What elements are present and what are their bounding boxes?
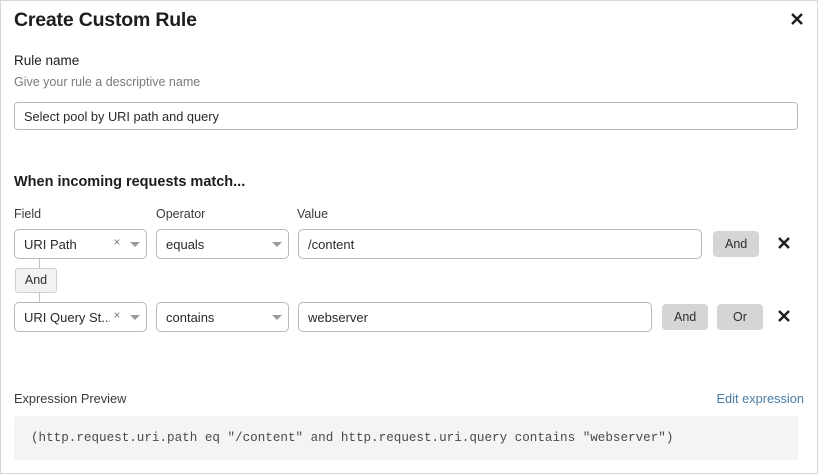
rule-name-input[interactable] — [14, 102, 798, 130]
chevron-down-icon — [266, 241, 288, 247]
page-title: Create Custom Rule — [14, 9, 197, 31]
expression-preview-code: (http.request.uri.path eq "/content" and… — [14, 416, 798, 460]
condition-row: URI Path × equals And — [1, 229, 819, 259]
expression-preview-label: Expression Preview — [14, 391, 127, 406]
value-input-row-2[interactable] — [298, 302, 652, 332]
operator-select-value-row-1: equals — [166, 236, 205, 252]
column-header-value: Value — [297, 207, 329, 221]
and-button-row-1[interactable]: And — [713, 231, 759, 257]
clear-icon[interactable]: × — [113, 310, 121, 323]
value-input-row-1[interactable] — [298, 229, 702, 259]
operator-select-row-1[interactable]: equals — [156, 229, 289, 259]
operator-select-value-row-2: contains — [166, 309, 215, 325]
and-button-row-2[interactable]: And — [662, 304, 708, 330]
rule-name-hint: Give your rule a descriptive name — [14, 75, 201, 89]
edit-expression-link[interactable]: Edit expression — [716, 391, 805, 406]
connector-line-bottom — [39, 292, 40, 302]
field-select-value-row-2: URI Query St... — [24, 309, 110, 325]
field-select-value-row-1: URI Path — [24, 236, 77, 252]
conditions-section-heading: When incoming requests match... — [14, 174, 246, 190]
close-icon-glyph — [791, 13, 803, 25]
field-select-row-1[interactable]: URI Path × — [14, 229, 147, 259]
field-select-row-2[interactable]: URI Query St... × — [14, 302, 147, 332]
or-button-row-2[interactable]: Or — [717, 304, 763, 330]
operator-select-row-2[interactable]: contains — [156, 302, 289, 332]
connector-line-top — [39, 259, 40, 270]
chevron-down-icon — [124, 241, 146, 247]
remove-condition-button-row-1[interactable] — [771, 230, 797, 256]
condition-row: URI Query St... × contains And Or — [1, 302, 819, 332]
chevron-down-icon — [266, 314, 288, 320]
rule-name-label: Rule name — [14, 53, 80, 68]
column-header-field: Field — [14, 207, 42, 221]
close-icon[interactable] — [784, 6, 810, 32]
chevron-down-icon — [124, 314, 146, 320]
close-icon — [778, 310, 790, 322]
remove-condition-button-row-2[interactable] — [771, 303, 797, 329]
close-icon — [778, 237, 790, 249]
logic-connector-and[interactable]: And — [15, 268, 57, 293]
column-header-operator: Operator — [156, 207, 206, 221]
clear-icon[interactable]: × — [113, 237, 121, 250]
